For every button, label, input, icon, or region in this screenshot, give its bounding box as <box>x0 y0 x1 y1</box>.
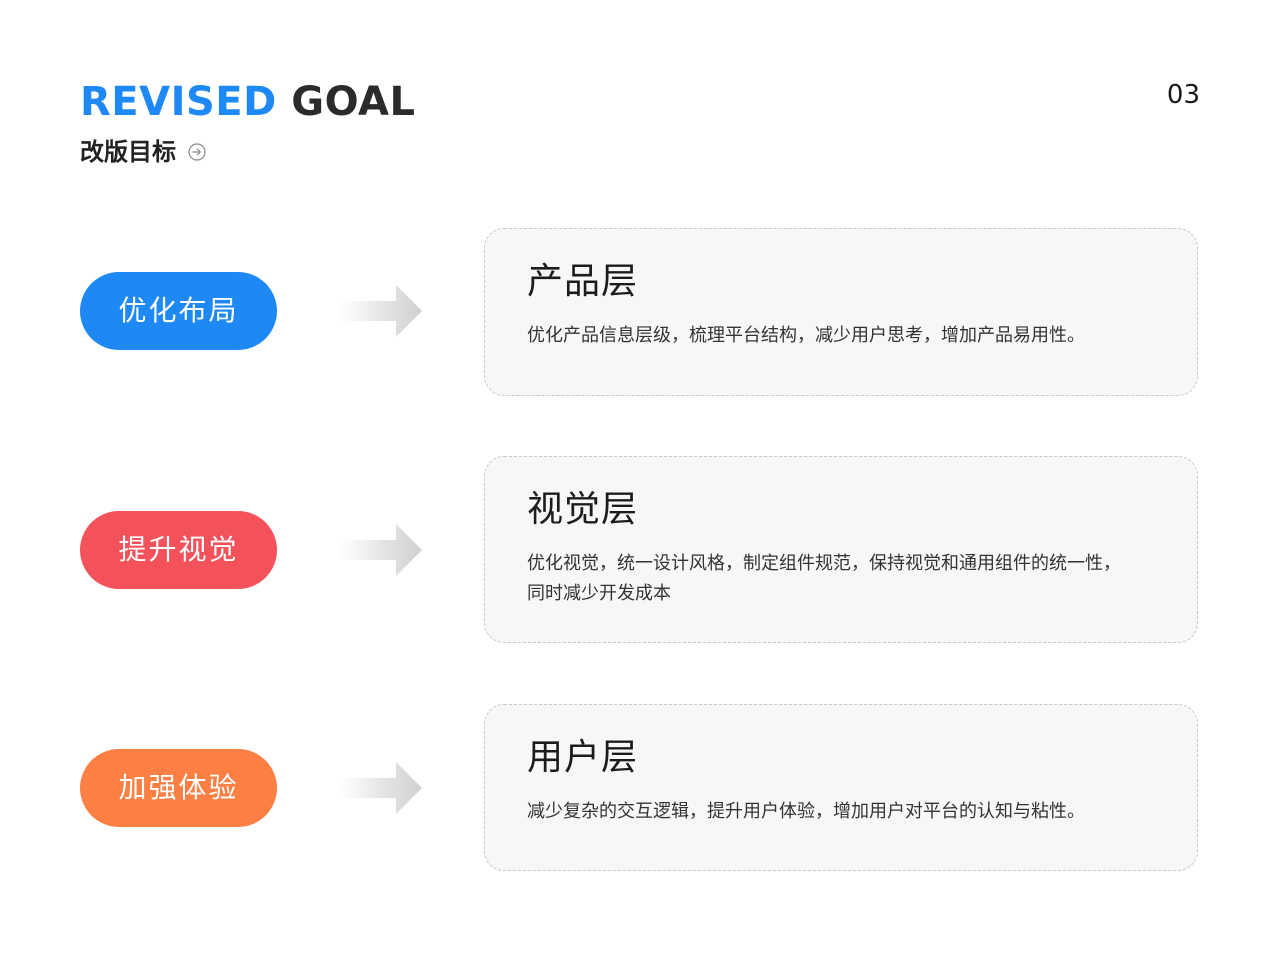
gradient-arrow-right-icon <box>338 285 422 337</box>
page-subtitle: 改版目标 <box>80 136 206 168</box>
card-description: 优化产品信息层级，梳理平台结构，减少用户思考，增加产品易用性。 <box>527 325 1085 346</box>
card-title: 视觉层 <box>527 489 639 530</box>
gradient-arrow-right-icon <box>338 524 422 576</box>
card-visual-layer: 视觉层 优化视觉，统一设计风格，制定组件规范，保持视觉和通用组件的统一性， 同时… <box>484 456 1198 643</box>
card-user-layer: 用户层 减少复杂的交互逻辑，提升用户体验，增加用户对平台的认知与粘性。 <box>484 704 1198 871</box>
page-subtitle-text: 改版目标 <box>80 138 176 166</box>
page-number: 03 <box>1166 80 1200 110</box>
card-title: 产品层 <box>527 261 639 302</box>
card-description: 减少复杂的交互逻辑，提升用户体验，增加用户对平台的认知与粘性。 <box>527 801 1085 822</box>
card-product-layer: 产品层 优化产品信息层级，梳理平台结构，减少用户思考，增加产品易用性。 <box>484 228 1198 396</box>
pill-optimize-layout: 优化布局 <box>80 272 277 350</box>
page-title-accent: REVISED <box>80 79 277 125</box>
card-description: 优化视觉，统一设计风格，制定组件规范，保持视觉和通用组件的统一性， 同时减少开发… <box>527 549 1157 609</box>
gradient-arrow-right-icon <box>338 762 422 814</box>
circle-arrow-right-icon <box>188 143 206 161</box>
page-title: REVISED GOAL <box>80 78 415 126</box>
card-title: 用户层 <box>527 737 639 778</box>
page-title-rest: GOAL <box>291 79 416 125</box>
card-description-line: 同时减少开发成本 <box>527 583 671 604</box>
pill-enhance-experience: 加强体验 <box>80 749 277 827</box>
pill-improve-visual: 提升视觉 <box>80 511 277 589</box>
card-description-line: 优化视觉，统一设计风格，制定组件规范，保持视觉和通用组件的统一性， <box>527 553 1121 574</box>
